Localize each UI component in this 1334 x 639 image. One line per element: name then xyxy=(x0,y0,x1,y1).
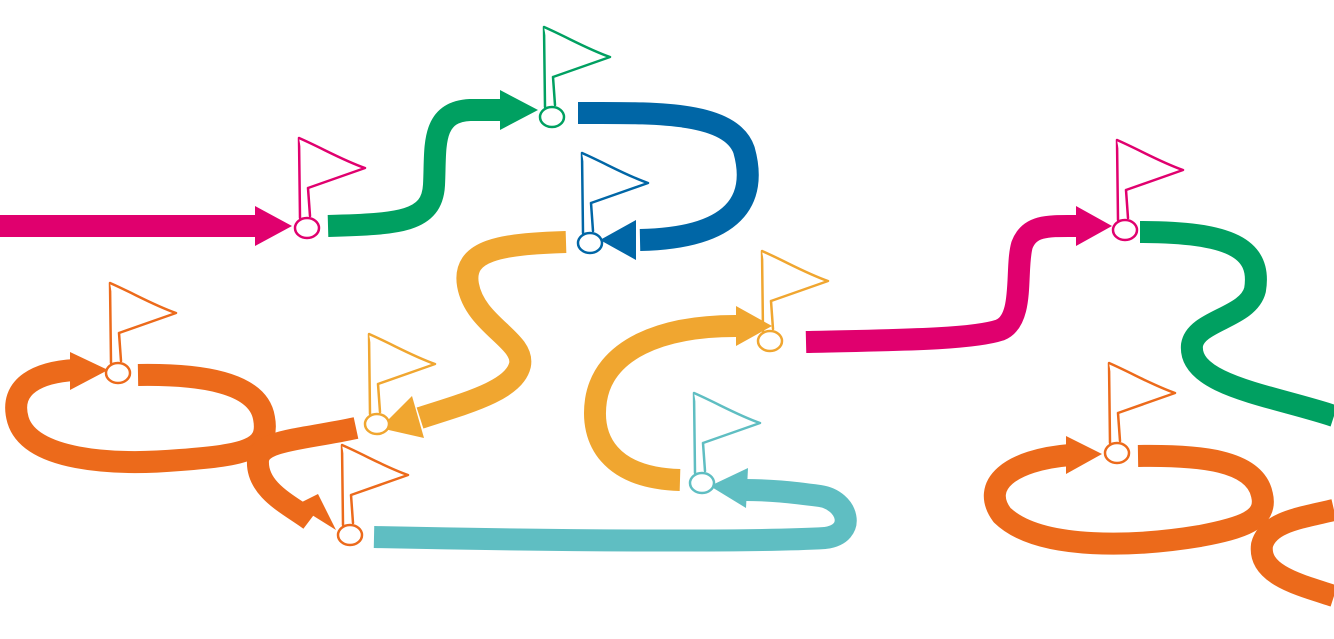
flag-orange-2-pole-back xyxy=(349,493,355,525)
flag-orange-1-pole-back xyxy=(117,331,123,363)
path-teal-bottom xyxy=(373,468,857,552)
path-magenta-right xyxy=(805,206,1112,353)
path-blue-hook xyxy=(577,101,759,260)
flag-blue-1-pole xyxy=(580,151,585,235)
flag-orange-1 xyxy=(104,281,178,385)
flag-orange-1-base xyxy=(104,361,132,385)
flag-yellow-1-cloth xyxy=(368,332,437,386)
path-yellow-s-curve xyxy=(380,231,567,438)
flag-teal-1-pole-back xyxy=(701,441,707,473)
flag-orange-1-cloth xyxy=(109,281,178,335)
flag-orange-2-pole xyxy=(340,443,345,527)
flag-magenta-1-pole-back xyxy=(306,186,312,218)
flag-magenta-1-base xyxy=(293,216,321,240)
flag-magenta-2-pole xyxy=(1115,138,1120,222)
flag-yellow-1-pole-back xyxy=(376,382,382,414)
flag-teal-1-base xyxy=(688,471,716,495)
flag-yellow-2-pole-back xyxy=(769,299,775,331)
flag-blue-1-pole-back xyxy=(589,201,595,233)
path-yellow-arc xyxy=(584,306,772,491)
flag-magenta-2-pole-back xyxy=(1124,188,1130,220)
flag-yellow-2-base xyxy=(756,329,784,353)
flag-orange-3-cloth xyxy=(1108,361,1177,415)
flag-magenta-1 xyxy=(293,136,367,240)
flag-orange-2-cloth xyxy=(341,443,410,497)
flag-yellow-1-base xyxy=(363,412,391,436)
path-green-right xyxy=(1139,221,1334,427)
flag-magenta-1-cloth xyxy=(298,136,367,190)
flag-yellow-1-pole xyxy=(367,332,372,416)
flag-teal-1-pole xyxy=(692,391,697,475)
flag-blue-1-base xyxy=(576,231,604,255)
flag-yellow-1 xyxy=(363,332,437,436)
flag-orange-2-base xyxy=(336,523,364,547)
flag-magenta-2 xyxy=(1111,138,1185,242)
flag-green-1-cloth xyxy=(543,25,612,79)
flag-orange-3-pole-back xyxy=(1116,411,1122,443)
path-green-top xyxy=(327,90,538,237)
flag-teal-1 xyxy=(688,391,762,495)
path-magenta-left xyxy=(0,206,292,246)
flag-magenta-1-pole xyxy=(297,136,302,220)
flag-yellow-2-cloth xyxy=(761,249,830,303)
flag-orange-2 xyxy=(336,443,410,547)
flag-orange-3-pole xyxy=(1107,361,1112,445)
flag-yellow-2-pole xyxy=(760,249,765,333)
flag-green-1-base xyxy=(538,105,566,129)
flag-magenta-2-base xyxy=(1111,218,1139,242)
flag-orange-3-base xyxy=(1103,441,1131,465)
flag-orange-3 xyxy=(1103,361,1177,465)
flags-layer xyxy=(104,25,1185,547)
flag-green-1-pole xyxy=(542,25,547,109)
flag-green-1 xyxy=(538,25,612,129)
flag-green-1-pole-back xyxy=(551,75,557,107)
flag-blue-1-cloth xyxy=(581,151,650,205)
flag-yellow-2 xyxy=(756,249,830,353)
flag-magenta-2-cloth xyxy=(1116,138,1185,192)
flag-teal-1-cloth xyxy=(693,391,762,445)
path-orange-loop-left xyxy=(5,352,359,530)
flag-blue-1 xyxy=(576,151,650,255)
flag-orange-1-pole xyxy=(108,281,113,365)
path-orange-loop-right xyxy=(983,436,1334,607)
